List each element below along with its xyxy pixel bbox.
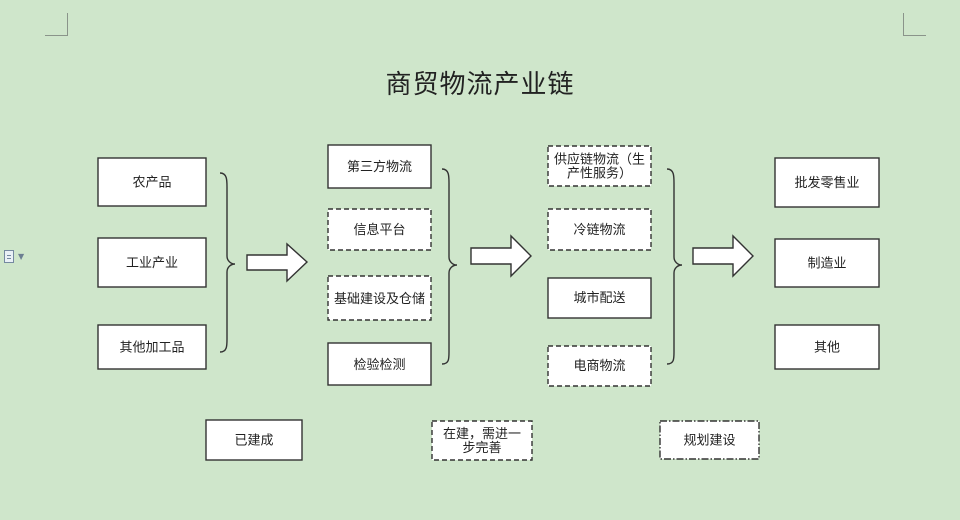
legend: 已建成 在建，需进一步完善 规划建设 [205,419,760,461]
service-third-party-logistics: 第三方物流 [327,144,432,189]
box-label: 制造业 [807,257,846,272]
box-frame [327,275,432,321]
box-label: 电商物流 [573,359,625,374]
box-label: 检验检测 [353,357,405,373]
column-2: 第三方物流 信息平台 基础建设及仓储 检验检测 [327,144,432,386]
box-label: 其他 [814,341,840,356]
service-inspection-testing: 检验检测 [327,342,432,386]
target-manufacturing: 制造业 [774,238,880,288]
column-1: 农产品 工业产业 其他加工品 [97,157,207,370]
bracket-column-3 [666,168,683,365]
box-frame [547,145,652,187]
connector-layer [219,168,754,365]
legend-label: 规划建设 [683,434,735,449]
box-label: 供应链物流（生产性服务） [554,152,645,182]
bracket-column-1 [219,172,236,353]
box-label: 工业产业 [126,256,178,271]
source-other-processed: 其他加工品 [97,324,207,370]
target-other: 其他 [774,324,880,370]
legend-swatch-dash-dot [659,420,760,460]
box-frame [97,237,207,288]
box-label: 第三方物流 [347,159,412,175]
box-frame [774,157,880,208]
logistics-supply-chain: 供应链物流（生产性服务） [547,145,652,187]
caret-down-icon: ▼ [18,251,25,261]
box-label: 信息平台 [353,222,405,238]
legend-swatch-dashed [431,420,533,461]
column-3: 供应链物流（生产性服务） 冷链物流 城市配送 电商物流 [547,145,652,387]
box-frame [547,277,652,319]
legend-planned: 规划建设 [659,420,760,460]
flow-arrow-1 [246,242,309,283]
box-frame [97,324,207,370]
box-frame [327,342,432,386]
box-frame [774,324,880,370]
service-information-platform: 信息平台 [327,208,432,251]
box-label: 冷链物流 [573,223,625,238]
column-4: 批发零售业 制造业 其他 [774,157,880,370]
logistics-ecommerce: 电商物流 [547,345,652,387]
box-label-line: 产性服务） [567,166,632,182]
document-icon [4,250,14,263]
target-wholesale-retail: 批发零售业 [774,157,880,208]
crop-mark-top-right [903,13,926,36]
box-label: 基础建设及仓储 [334,292,425,307]
flow-arrow-3 [692,234,754,278]
box-frame [774,238,880,288]
box-frame [327,144,432,189]
box-label: 其他加工品 [119,341,184,356]
diagram-title: 商贸物流产业链 [385,70,575,100]
box-label-line: 步完善 [462,440,501,456]
service-infrastructure-warehousing: 基础建设及仓储 [327,275,432,321]
source-industrial: 工业产业 [97,237,207,288]
document-side-icon-button[interactable]: ▼ [4,250,24,263]
legend-label: 已建成 [234,434,273,449]
legend-swatch-solid [205,419,303,461]
crop-mark-top-left [45,13,68,36]
legend-label: 在建，需进一步完善 [443,427,521,456]
box-frame [547,345,652,387]
flow-arrow-2 [470,234,532,278]
bracket-column-2 [441,168,458,365]
box-label: 城市配送 [573,290,625,306]
box-label-line: 在建，需进一 [443,427,521,442]
logistics-cold-chain: 冷链物流 [547,208,652,251]
source-agricultural-products: 农产品 [97,157,207,207]
box-frame [97,157,207,207]
logistics-urban-delivery: 城市配送 [547,277,652,319]
legend-in-progress: 在建，需进一步完善 [431,420,533,461]
box-label: 农产品 [132,176,171,191]
legend-built: 已建成 [205,419,303,461]
box-label-line: 供应链物流（生 [554,152,645,168]
box-frame [547,208,652,251]
box-frame [327,208,432,251]
box-label: 批发零售业 [794,175,859,191]
